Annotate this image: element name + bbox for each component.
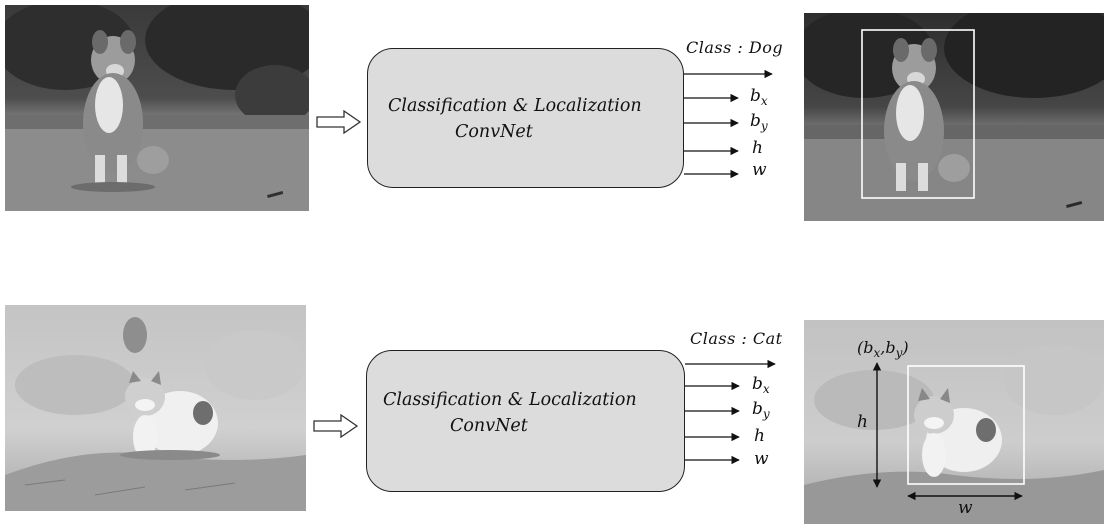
convnet-title-line2: ConvNet [455, 122, 533, 142]
width-label: w [958, 498, 973, 518]
convnet-title-line1: Classification & Localization [388, 96, 642, 116]
output-h: h [752, 138, 763, 158]
output-bx: bx [752, 374, 770, 396]
output-w: w [754, 449, 769, 469]
dog-output-photo [804, 13, 1104, 221]
cat-bounding-box [907, 365, 1025, 485]
class-label: Class : Cat [690, 329, 783, 348]
convnet-box [367, 48, 684, 188]
class-label: Class : Dog [686, 38, 784, 57]
cat-input-photo [5, 305, 306, 511]
corner-label: (bx,by) [857, 338, 909, 360]
output-h: h [754, 426, 765, 446]
output-by: by [752, 399, 770, 421]
output-arrows [685, 359, 776, 465]
dog-bounding-box [861, 29, 975, 199]
hollow-arrow-icon [313, 414, 359, 438]
dimension-arrows [872, 362, 1023, 501]
height-label: h [857, 412, 868, 432]
cat-output-photo [804, 320, 1104, 524]
hollow-arrow-icon [316, 110, 362, 134]
convnet-title-line2: ConvNet [450, 416, 528, 436]
output-by: by [750, 111, 768, 133]
convnet-box [366, 350, 685, 492]
convnet-title-line1: Classification & Localization [383, 390, 637, 410]
output-w: w [752, 160, 767, 180]
output-arrows [684, 69, 773, 179]
dog-input-photo [5, 5, 309, 211]
output-bx: bx [750, 86, 768, 108]
